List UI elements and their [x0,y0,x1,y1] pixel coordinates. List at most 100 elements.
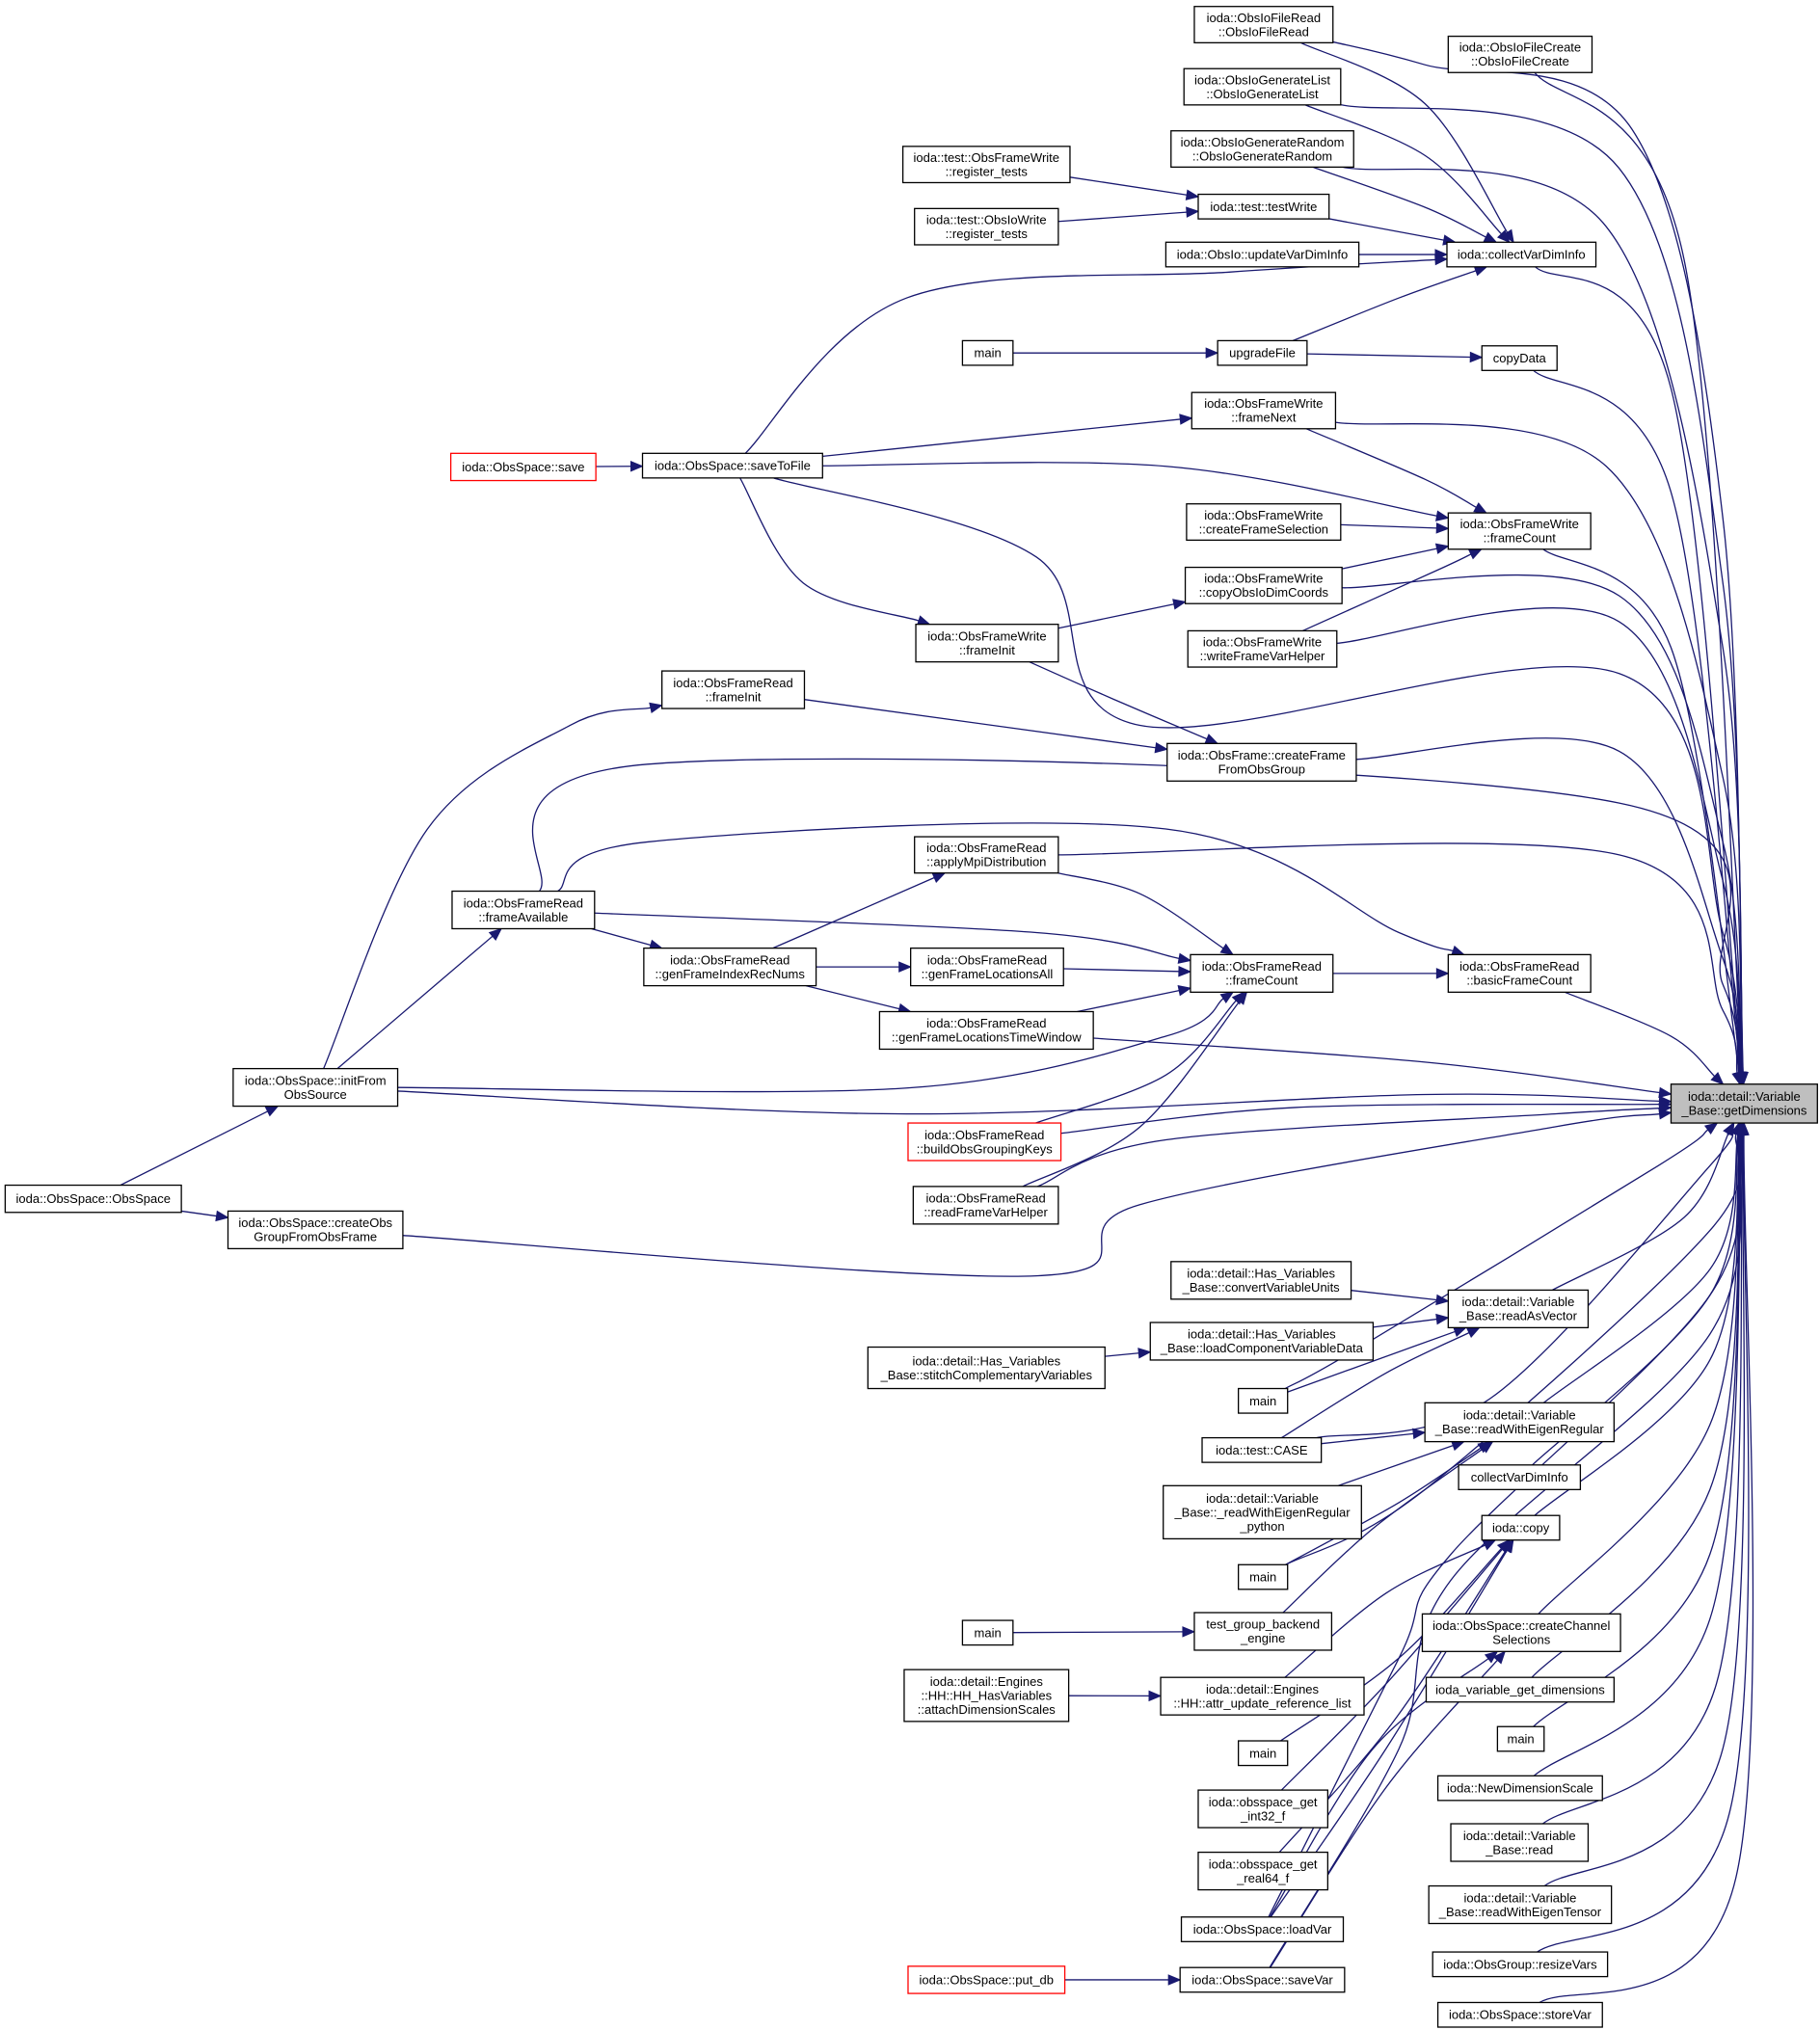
call-edge-osSaveToFile-to-fwFrameInit [739,477,931,627]
arrowhead-icon [1435,522,1450,534]
node-label: ioda::detail::Engines [1206,1682,1320,1696]
node-hhAttrUpdate[interactable]: ioda::detail::Engines::HH::attr_update_r… [1160,1676,1365,1716]
node-vbReadEigenReg[interactable]: ioda::detail::Variable_Base::readWithEig… [1424,1402,1615,1443]
node-box [643,947,817,987]
node-vbRead[interactable]: ioda::detail::Variable_Base::read [1450,1823,1590,1862]
node-vbReadEigenTensor[interactable]: ioda::detail::Variable_Base::readWithEig… [1428,1884,1613,1925]
node-fwWriteFrameVar[interactable]: ioda::ObsFrameWrite::writeFrameVarHelper [1187,629,1338,668]
arrowhead-icon [1177,985,1192,997]
node-hvLoadComponent[interactable]: ioda::detail::Has_Variables_Base::loadCo… [1149,1322,1375,1361]
node-osStoreVar[interactable]: ioda::ObsSpace::storeVar [1436,2001,1603,2028]
node-label: ioda::ObsFrameWrite [1204,396,1323,411]
node-label: ::frameCount [1484,531,1557,546]
node-testGroupBackend[interactable]: test_group_backend_engine [1193,1612,1333,1651]
arrowhead-icon [931,872,947,883]
node-hvConvertUnits[interactable]: ioda::detail::Has_Variables_Base::conver… [1170,1261,1352,1300]
node-testFwRegister[interactable]: ioda::test::ObsFrameWrite::register_test… [901,146,1071,184]
node-main2[interactable]: main [1237,1387,1289,1414]
node-label: ioda::ObsSpace::ObsSpace [16,1191,171,1206]
node-fileCreateCtor[interactable]: ioda::ObsIoFileCreate::ObsIoFileCreate [1447,35,1593,73]
node-label: ::frameInit [706,689,762,704]
node-frFrameInit[interactable]: ioda::ObsFrameRead::frameInit [661,670,806,709]
arrowhead-icon [1435,968,1450,979]
node-frGenLocTime[interactable]: ioda::ObsFrameRead::genFrameLocationsTim… [878,1010,1094,1051]
arrowhead-icon [1703,1122,1719,1135]
node-iodaVarGetDims[interactable]: ioda_variable_get_dimensions [1425,1676,1615,1703]
node-testCase[interactable]: ioda::test::CASE [1201,1436,1323,1463]
edge-line [822,462,1437,517]
node-main5[interactable]: main [1496,1725,1545,1752]
node-osCtor[interactable]: ioda::ObsSpace::ObsSpace [4,1184,182,1214]
node-label: ioda::detail::Engines [930,1674,1044,1689]
node-genRandomCtor[interactable]: ioda::ObsIoGenerateRandom::ObsIoGenerate… [1170,130,1354,168]
node-label: ioda::NewDimensionScale [1447,1781,1593,1796]
edge-line [1057,211,1188,223]
node-frGenIndexRec[interactable]: ioda::ObsFrameRead::genFrameIndexRecNums [643,947,817,987]
node-collectVarDimInfo2[interactable]: collectVarDimInfo [1458,1464,1582,1490]
node-genListCtor[interactable]: ioda::ObsIoGenerateList::ObsIoGenerateLi… [1183,67,1342,106]
node-iodaCopy[interactable]: ioda::copy [1481,1514,1561,1541]
node-hvStitch[interactable]: ioda::detail::Has_Variables_Base::stitch… [867,1346,1106,1390]
node-frReadFrameVar[interactable]: ioda::ObsFrameRead::readFrameVarHelper [912,1186,1059,1225]
call-edge-frReadFrameVar-to-frFrameCount [1022,991,1248,1188]
node-frBasicFrameCount[interactable]: ioda::ObsFrameRead::basicFrameCount [1447,953,1592,993]
node-fwCreateFrameSel[interactable]: ioda::ObsFrameWrite::createFrameSelectio… [1186,503,1342,542]
node-osPutDb[interactable]: ioda::ObsSpace::put_db [907,1965,1066,1994]
edge-line [591,927,652,947]
node-main3[interactable]: main [1237,1563,1289,1590]
node-label: ::HH::attr_update_reference_list [1173,1696,1352,1710]
node-fwFrameNext[interactable]: ioda::ObsFrameWrite::frameNext [1191,391,1337,430]
node-label: ::ObsIoFileCreate [1471,54,1569,68]
node-frApplyMpi[interactable]: ioda::ObsFrameRead::applyMpiDistribution [914,836,1059,874]
edge-line [397,998,1224,1093]
node-updateVarDimInfo[interactable]: ioda::ObsIo::updateVarDimInfo [1164,241,1360,268]
node-main6[interactable]: main [1237,1740,1289,1767]
node-vbReadAsVector[interactable]: ioda::detail::Variable_Base::readAsVecto… [1447,1289,1590,1329]
edge-line [323,707,652,1069]
node-label: ::ObsIoGenerateList [1206,87,1319,101]
node-osSaveVar[interactable]: ioda::ObsSpace::saveVar [1179,1966,1346,1993]
node-osGetInt32[interactable]: ioda::obsspace_get_int32_f [1197,1789,1329,1829]
node-osLoadVar[interactable]: ioda::ObsSpace::loadVar [1180,1916,1345,1942]
node-box [1446,241,1597,268]
node-label: ioda::ObsSpace::save [462,460,584,474]
node-osCreateObsGroup[interactable]: ioda::ObsSpace::createObsGroupFromObsFra… [227,1210,404,1250]
node-frBuildGrouping[interactable]: ioda::ObsFrameRead::buildObsGroupingKeys [907,1122,1062,1162]
node-box [914,836,1059,874]
node-newDimScale[interactable]: ioda::NewDimensionScale [1436,1775,1603,1802]
node-osSaveToFile[interactable]: ioda::ObsSpace::saveToFile [641,452,823,479]
node-box [1237,1387,1289,1414]
arrowhead-icon [898,961,912,973]
call-edge-testWrite-to-collectVarDimInfo [1328,218,1457,246]
node-fwFrameCount[interactable]: ioda::ObsFrameWrite::frameCount [1447,512,1592,550]
node-frFrameCount[interactable]: ioda::ObsFrameRead::frameCount [1190,953,1334,993]
node-fwFrameInit[interactable]: ioda::ObsFrameWrite::frameInit [915,624,1059,663]
node-osSave[interactable]: ioda::ObsSpace::save [449,452,597,482]
node-testWrite[interactable]: ioda::test::testWrite [1197,193,1330,220]
node-testIoRegister[interactable]: ioda::test::ObsIoWrite::register_tests [914,207,1059,246]
node-main4[interactable]: main [961,1619,1014,1646]
node-hhAttachDimScales[interactable]: ioda::detail::Engines::HH::HH_HasVariabl… [903,1669,1070,1723]
node-main1[interactable]: main [961,339,1014,366]
node-fwCopyObsIoDim[interactable]: ioda::ObsFrameWrite::copyObsIoDimCoords [1184,566,1343,604]
node-box [1187,629,1338,668]
call-edge-fileReadCtor-to-getDimensions [1332,40,1749,1086]
node-label: ::frameInit [959,643,1015,657]
node-label: ::buildObsGroupingKeys [917,1141,1053,1156]
node-collectVarDimInfo[interactable]: ioda::collectVarDimInfo [1446,241,1597,268]
node-ogResizeVars[interactable]: ioda::ObsGroup::resizeVars [1432,1951,1609,1978]
node-getDimensions[interactable]: ioda::detail::Variable_Base::getDimensio… [1670,1083,1818,1124]
node-osGetReal64[interactable]: ioda::obsspace_get_real64_f [1197,1851,1329,1891]
node-frGenLocAll[interactable]: ioda::ObsFrameRead::genFrameLocationsAll [910,947,1064,987]
node-copyData[interactable]: copyData [1481,345,1558,371]
node-fileReadCtor[interactable]: ioda::ObsIoFileRead::ObsIoFileRead [1193,6,1334,43]
node-frFrameAvailable[interactable]: ioda::ObsFrameRead::frameAvailable [451,890,596,930]
edge-line [402,1113,1660,1277]
call-edge-frFrameAvailable-to-frFrameCount [594,912,1192,964]
node-label: _Base::readWithEigenTensor [1438,1905,1602,1919]
node-upgradeFile[interactable]: upgradeFile [1217,339,1308,366]
node-vbReadEigenRegPy[interactable]: ioda::detail::Variable_Base::_readWithEi… [1163,1484,1362,1540]
